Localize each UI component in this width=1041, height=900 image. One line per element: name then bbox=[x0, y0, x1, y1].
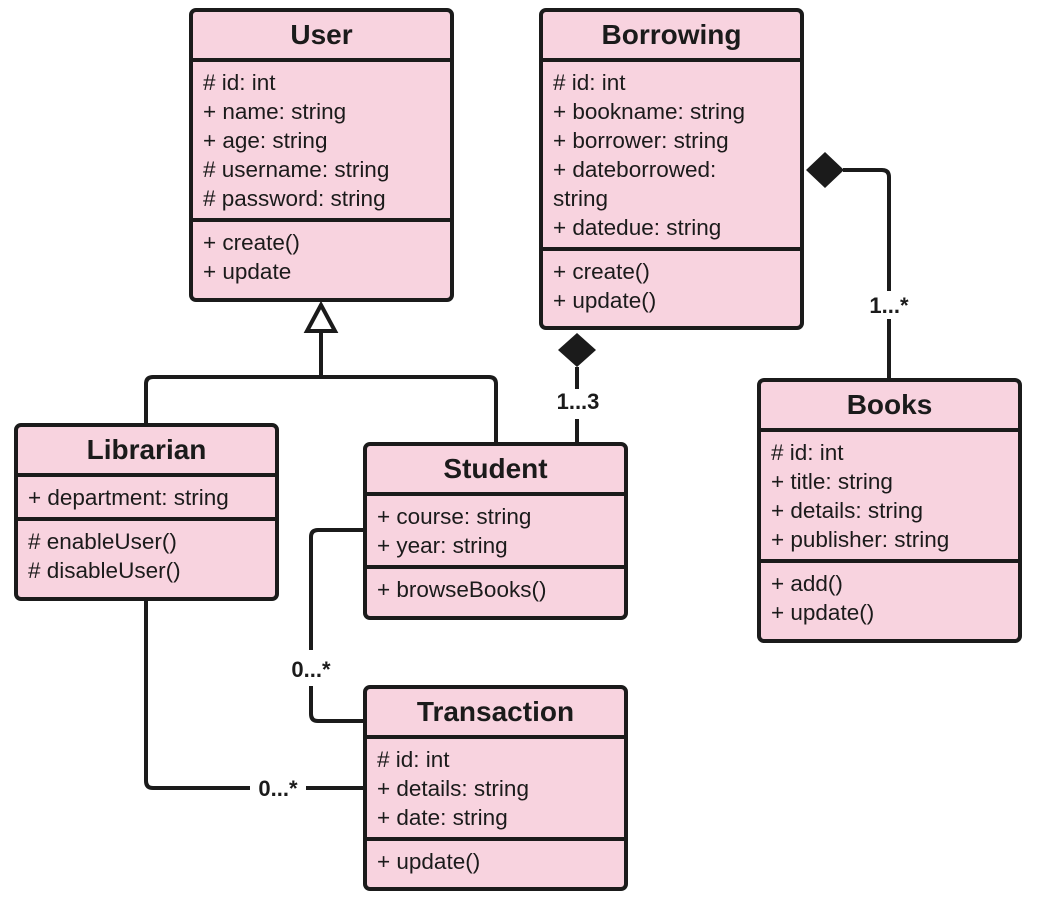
generalization-connector bbox=[144, 331, 498, 444]
attributes-section: # id: int + bookname: string + borrower:… bbox=[543, 62, 800, 251]
attribute: + bookname: string bbox=[553, 99, 745, 124]
methods-section: + create() + update() bbox=[543, 251, 800, 320]
method: # enableUser() bbox=[28, 529, 177, 554]
class-transaction[interactable]: Transaction # id: int + details: string … bbox=[363, 685, 628, 891]
class-name: Transaction bbox=[367, 689, 624, 739]
method: + update() bbox=[553, 288, 657, 313]
methods-section: + update() bbox=[367, 841, 624, 881]
multiplicity-borrowing-student: 1...3 bbox=[557, 389, 600, 414]
attributes-section: # id: int + name: string + age: string #… bbox=[193, 62, 450, 222]
class-name: Student bbox=[367, 446, 624, 496]
class-books[interactable]: Books # id: int + title: string + detail… bbox=[757, 378, 1022, 643]
multiplicity-librarian-transaction: 0...* bbox=[258, 776, 298, 801]
class-borrowing[interactable]: Borrowing # id: int + bookname: string +… bbox=[539, 8, 804, 330]
composition-borrowing-books bbox=[806, 152, 891, 380]
method: # disableUser() bbox=[28, 558, 181, 583]
attribute: + datedue: string bbox=[553, 215, 722, 240]
method: + update bbox=[203, 259, 292, 284]
composition-diamond bbox=[806, 152, 844, 188]
method: + create() bbox=[203, 230, 300, 255]
method: + browseBooks() bbox=[377, 577, 547, 602]
method: + update() bbox=[771, 600, 875, 625]
multiplicity-student-transaction: 0...* bbox=[291, 657, 331, 682]
method: + create() bbox=[553, 259, 650, 284]
method: + update() bbox=[377, 849, 481, 874]
attribute: # username: string bbox=[203, 157, 390, 182]
class-librarian[interactable]: Librarian + department: string # enableU… bbox=[14, 423, 279, 601]
composition-borrowing-student bbox=[558, 333, 596, 444]
attribute: # id: int bbox=[771, 440, 844, 465]
class-name: Borrowing bbox=[543, 12, 800, 62]
methods-section: + browseBooks() bbox=[367, 569, 624, 609]
association-student-transaction bbox=[309, 528, 365, 723]
attribute: + borrower: string bbox=[553, 128, 729, 153]
attribute: + department: string bbox=[28, 485, 229, 510]
attribute: + dateborrowed: string bbox=[553, 157, 717, 211]
attribute: + age: string bbox=[203, 128, 328, 153]
attribute: + title: string bbox=[771, 469, 893, 494]
class-student[interactable]: Student + course: string + year: string … bbox=[363, 442, 628, 620]
method: + add() bbox=[771, 571, 843, 596]
attribute: # password: string bbox=[203, 186, 386, 211]
class-user[interactable]: User # id: int + name: string + age: str… bbox=[189, 8, 454, 302]
attribute: # id: int bbox=[553, 70, 626, 95]
methods-section: + create() + update bbox=[193, 222, 450, 291]
attribute: + course: string bbox=[377, 504, 532, 529]
methods-section: + add() + update() bbox=[761, 563, 1018, 632]
attribute: # id: int bbox=[377, 747, 450, 772]
attribute: # id: int bbox=[203, 70, 276, 95]
methods-section: # enableUser() # disableUser() bbox=[18, 521, 275, 590]
attribute: + name: string bbox=[203, 99, 347, 124]
attributes-section: # id: int + details: string + date: stri… bbox=[367, 739, 624, 841]
multiplicity-borrowing-books: 1...* bbox=[869, 293, 909, 318]
composition-diamond bbox=[558, 333, 596, 367]
class-name: Librarian bbox=[18, 427, 275, 477]
attributes-section: + department: string bbox=[18, 477, 275, 521]
attributes-section: # id: int + title: string + details: str… bbox=[761, 432, 1018, 563]
class-name: User bbox=[193, 12, 450, 62]
class-name: Books bbox=[761, 382, 1018, 432]
association-librarian-transaction bbox=[144, 599, 365, 790]
generalization-arrowhead bbox=[303, 300, 339, 333]
attribute: + publisher: string bbox=[771, 527, 950, 552]
attribute: + date: string bbox=[377, 805, 508, 830]
attribute: + details: string bbox=[377, 776, 529, 801]
attributes-section: + course: string + year: string bbox=[367, 496, 624, 569]
attribute: + year: string bbox=[377, 533, 508, 558]
attribute: + details: string bbox=[771, 498, 923, 523]
